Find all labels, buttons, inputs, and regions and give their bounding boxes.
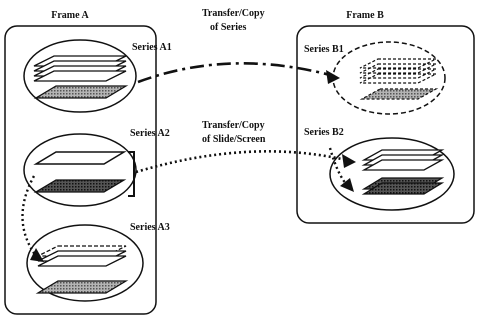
transfer-slide-arrow-branch <box>328 147 349 187</box>
series-a2-label: Series A2 <box>130 128 170 139</box>
transfer-series-arrow <box>137 62 335 84</box>
frame-b-title: Frame B <box>346 10 384 21</box>
internal-copy-arrow <box>21 175 37 257</box>
series-a1-label: Series A1 <box>132 42 172 53</box>
series-a3-ellipse <box>26 224 144 302</box>
slide-icon <box>37 255 127 267</box>
shaded-slide-icon <box>359 88 439 100</box>
series-b1-label: Series B1 <box>304 44 344 55</box>
shaded-slide-icon <box>33 85 129 99</box>
bracket-icon <box>128 151 135 197</box>
transfer-series-label-line2: of Series <box>210 22 246 33</box>
arrow-head-icon <box>30 248 44 262</box>
arrow-head-icon <box>340 178 354 192</box>
transfer-series-label-line1: Transfer/Copy <box>202 8 265 19</box>
arrow-head-icon <box>326 70 340 84</box>
series-a1-ellipse <box>23 39 137 113</box>
transfer-slide-label-line2: of Slide/Screen <box>202 134 266 145</box>
slide-stack-icon <box>33 55 127 82</box>
series-b2-label: Series B2 <box>304 127 344 138</box>
frame-a-title: Frame A <box>51 10 89 21</box>
transfer-slide-arrow <box>135 150 347 174</box>
dashed-slide-stack-icon <box>359 58 437 84</box>
shaded-slide-icon <box>35 280 129 294</box>
slide-stack-icon <box>361 149 445 171</box>
shaded-slide-icon <box>33 179 127 193</box>
arrow-head-icon <box>342 154 356 168</box>
frame-a-box <box>4 25 157 315</box>
series-a2-ellipse <box>23 133 137 207</box>
series-a3-label: Series A3 <box>130 222 170 233</box>
slide-icon <box>33 151 127 165</box>
dark-slide-stack-icon <box>361 177 445 195</box>
transfer-slide-label-line1: Transfer/Copy <box>202 120 265 131</box>
frame-b-box <box>296 25 475 224</box>
series-b2-ellipse <box>329 137 455 211</box>
